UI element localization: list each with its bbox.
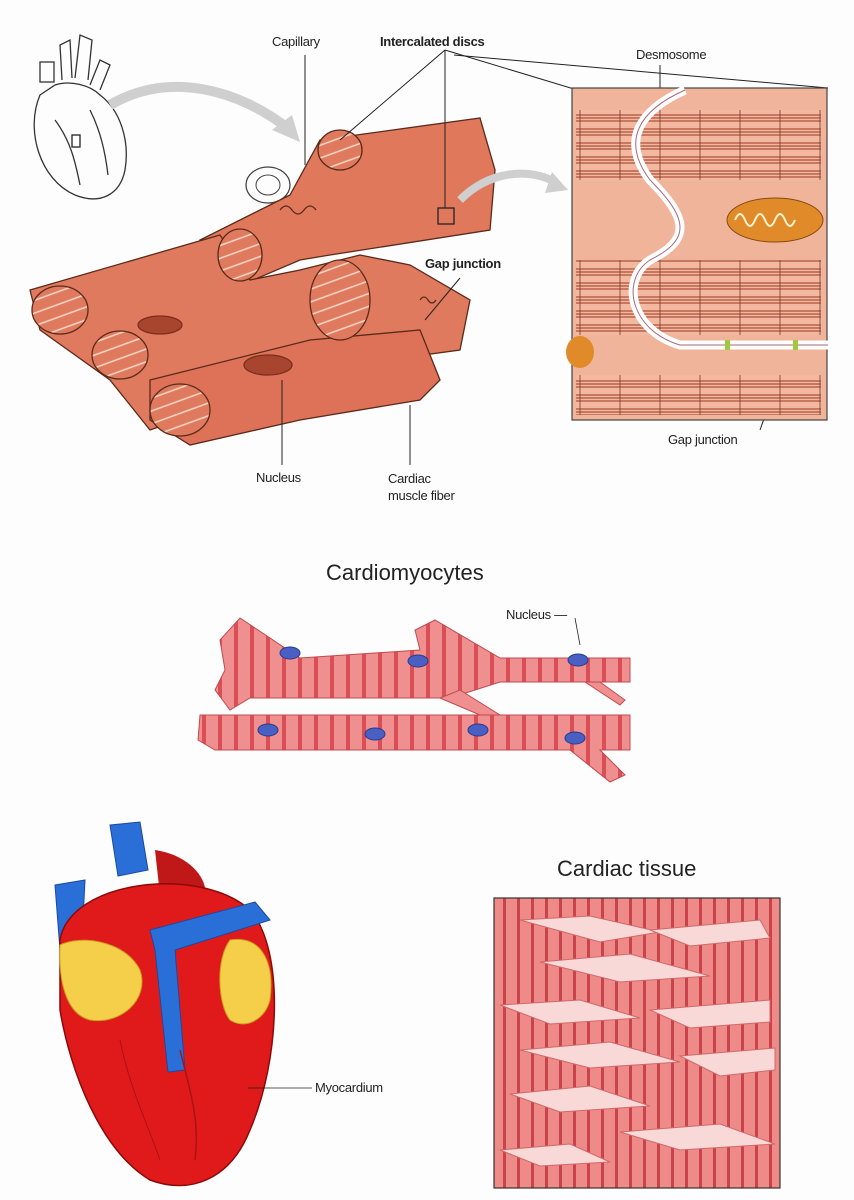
heart-illustration [54,821,312,1187]
gap-junction-inset-label: Gap junction [668,432,738,447]
intercalated-discs-label: Intercalated discs [380,34,485,49]
desmosome-label: Desmosome [636,47,707,62]
nucleus-markers [257,646,589,745]
gap-junction-label: Gap junction [425,256,501,271]
cardiac-muscle-fiber-label: Cardiac muscle fiber [388,470,455,504]
myocardium-label: Myocardium [315,1080,383,1095]
heart-myocardium-diagram: Myocardium [0,810,460,1200]
cardiac-muscle-fiber-label-line2: muscle fiber [388,488,455,503]
heart-outline-icon [33,34,127,200]
cardiomyocytes-title: Cardiomyocytes [326,560,484,585]
muscle-fibers [29,117,496,446]
capillary-label: Capillary [272,34,320,49]
cardiomyocyte-nucleus-label: Nucleus — [506,607,567,622]
cardiac-tissue-title: Cardiac tissue [557,856,697,881]
cardiac-muscle-illustration [29,34,829,465]
intercalated-disc-inset [566,85,828,421]
cardiomyocytes-illustration [197,617,631,783]
cardiomyocytes-diagram: Cardiomyocytes Nucleus — [0,540,854,800]
cardiac-tissue-diagram: Cardiac tissue [480,850,840,1200]
cardiac-muscle-fiber-label-line1: Cardiac [388,471,431,486]
nucleus-label: Nucleus [256,470,301,485]
cardiac-tissue-illustration [493,897,781,1189]
cardiac-muscle-structure-diagram: Capillary Intercalated discs Desmosome G… [0,0,854,520]
